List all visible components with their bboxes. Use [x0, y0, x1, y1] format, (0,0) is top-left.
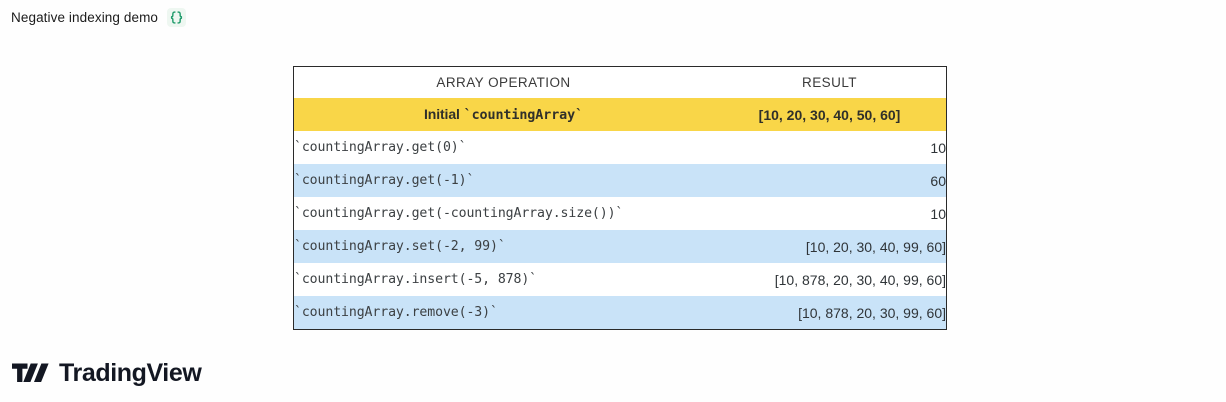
page-title: Negative indexing demo: [11, 9, 159, 25]
result-cell: [10, 20, 30, 40, 99, 60]: [713, 230, 946, 263]
tradingview-logo-icon: [12, 361, 50, 386]
table-row: `countingArray.get(-1)` 60: [294, 164, 946, 197]
operation-cell: `countingArray.get(0)`: [294, 131, 713, 164]
page-header: Negative indexing demo: [11, 6, 187, 28]
tradingview-branding: TradingView: [12, 359, 202, 387]
tradingview-wordmark: TradingView: [59, 359, 202, 387]
operation-cell: `countingArray.set(-2, 99)`: [294, 230, 713, 263]
result-cell: 10: [713, 197, 946, 230]
result-cell: 10: [713, 131, 946, 164]
result-cell: 60: [713, 164, 946, 197]
operation-cell: `countingArray.remove(-3)`: [294, 296, 713, 329]
table-header-row: ARRAY OPERATION RESULT: [294, 67, 946, 98]
initial-label-code: `countingArray`: [463, 108, 584, 123]
table-row-initial: Initial `countingArray` [10, 20, 30, 40,…: [294, 98, 946, 131]
initial-operation-cell: Initial `countingArray`: [294, 98, 713, 131]
table-body: Initial `countingArray` [10, 20, 30, 40,…: [294, 98, 946, 329]
table-row: `countingArray.set(-2, 99)` [10, 20, 30,…: [294, 230, 946, 263]
operation-cell: `countingArray.get(-countingArray.size()…: [294, 197, 713, 230]
operation-cell: `countingArray.get(-1)`: [294, 164, 713, 197]
table-row: `countingArray.insert(-5, 878)` [10, 878…: [294, 263, 946, 296]
operation-cell: `countingArray.insert(-5, 878)`: [294, 263, 713, 296]
column-header-result: RESULT: [713, 67, 946, 98]
initial-label-prefix: Initial: [423, 106, 460, 122]
initial-result-cell: [10, 20, 30, 40, 50, 60]: [713, 98, 946, 131]
table-row: `countingArray.get(0)` 10: [294, 131, 946, 164]
result-cell: [10, 878, 20, 30, 99, 60]: [713, 296, 946, 329]
table-row: `countingArray.remove(-3)` [10, 878, 20,…: [294, 296, 946, 329]
column-header-array-operation: ARRAY OPERATION: [294, 67, 713, 98]
table-row: `countingArray.get(-countingArray.size()…: [294, 197, 946, 230]
result-cell: [10, 878, 20, 30, 40, 99, 60]: [713, 263, 946, 296]
array-operations-table: ARRAY OPERATION RESULT Initial `counting…: [293, 66, 947, 330]
code-braces-icon[interactable]: [167, 7, 187, 27]
